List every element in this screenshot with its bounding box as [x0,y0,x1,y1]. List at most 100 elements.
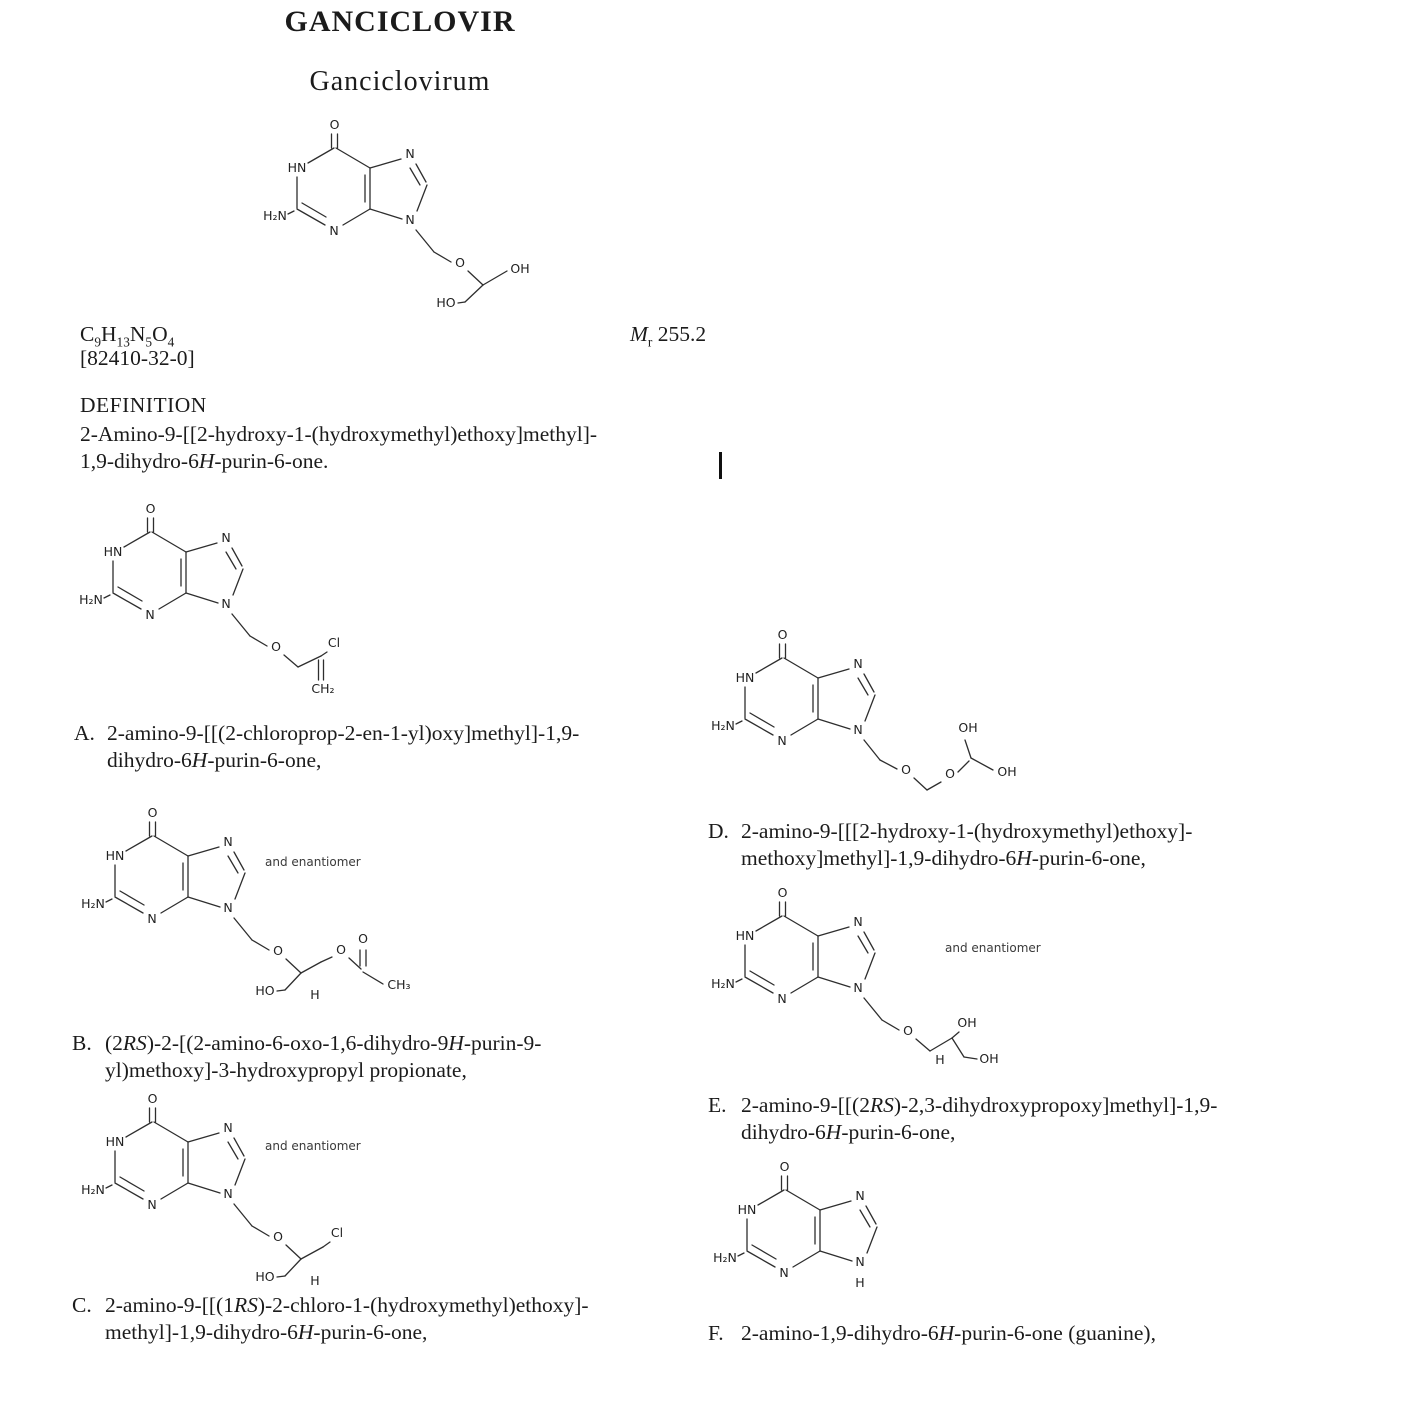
atom-oh: OH [957,1015,976,1030]
atom-h2n: H₂N [713,1250,737,1265]
impurity-b-side-chain: O HO H O O CH₃ [233,917,411,1002]
atom-n3: N [777,991,786,1006]
atom-hn: HN [736,928,755,943]
structure-ganciclovir: O HN H₂N N N N O OH HO [263,117,530,310]
atom-stereo-h: H [935,1052,944,1067]
guanine-core: O HN H₂N N N N [79,501,244,622]
impurity-d-side-chain: O O OH OH [863,720,1017,791]
impurity-letter: A. [74,721,95,745]
impurity-caption-f: F. 2-amino-1,9-dihydro-6H-purin-6-one (g… [708,1320,1156,1347]
atom-n9: N [853,722,862,737]
structure-impurity-a: O HN H₂N N N N O Cl CH₂ [79,501,340,696]
atom-n3: N [779,1265,788,1280]
atom-n9: N [221,596,230,611]
atom-o-carbonyl: O [330,117,340,132]
atom-n9: N [405,212,414,227]
impurity-name-line: methoxy]methyl]-1,9-dihydro-6H-purin-6-o… [741,846,1146,870]
atom-o-carbonyl: O [778,627,788,642]
atom-n9: N [853,980,862,995]
atom-n3: N [147,1197,156,1212]
atom-oh: OH [979,1051,998,1066]
impurity-caption-e: E. 2-amino-9-[[(2RS)-2,3-dihydroxypropox… [708,1092,1217,1146]
atom-hn: HN [104,544,123,559]
impurity-e-side-chain: O OH H OH [863,997,999,1067]
guanine-core: O HN H₂N N N N [263,117,428,238]
impurity-caption-b: B. (2RS)-2-[(2-amino-6-oxo-1,6-dihydro-9… [72,1030,541,1084]
impurity-name-line: 2-amino-9-[[(2-chloroprop-2-en-1-yl)oxy]… [107,721,580,745]
impurity-letter: C. [72,1293,92,1317]
cursor-mark [719,452,722,479]
atom-o-acetal: O [945,766,955,781]
atom-o-carbonyl: O [148,1091,158,1106]
atom-ch3: CH₃ [387,977,410,992]
atom-o-ether: O [901,762,911,777]
atom-n7: N [223,1120,232,1135]
atom-n7: N [853,914,862,929]
impurity-name-line: 2-amino-9-[[(2RS)-2,3-dihydroxypropoxy]m… [741,1093,1218,1117]
atom-o-carbonyl: O [780,1159,790,1174]
atom-n7: N [223,834,232,849]
atom-n9: N [223,1186,232,1201]
ganciclovir-side-chain: O OH HO [415,229,530,310]
atom-n9: N [223,900,232,915]
impurity-letter: B. [72,1031,92,1055]
atom-h2n: H₂N [711,976,735,991]
impurity-name-line: (2RS)-2-[(2-amino-6-oxo-1,6-dihydro-9H-p… [105,1031,542,1055]
atom-hn: HN [288,160,307,175]
definition-line-2: 1,9-dihydro-6H-purin-6-one. [80,449,329,473]
impurity-name-line: methyl]-1,9-dihydro-6H-purin-6-one, [105,1320,428,1344]
atom-n7: N [221,530,230,545]
page-subtitle: Ganciclovirum [309,66,491,97]
atom-hn: HN [738,1202,757,1217]
atom-n9: N [855,1254,864,1269]
molecular-formula: C9H13N5O4 [80,322,175,350]
impurity-name-line: dihydro-6H-purin-6-one, [107,748,322,772]
page-title: GANCICLOVIR [284,5,516,38]
atom-o-ether: O [271,639,281,654]
definition-heading: DEFINITION [80,393,207,417]
atom-cl: Cl [328,635,340,650]
impurity-name-line: dihydro-6H-purin-6-one, [741,1120,956,1144]
atom-hn: HN [736,670,755,685]
impurity-c-side-chain: O HO H Cl [233,1203,343,1288]
atom-o-ester: O [336,942,346,957]
cas-number: [82410-32-0] [80,346,195,370]
atom-ch2: CH₂ [311,681,334,696]
and-enantiomer-label: and enantiomer [265,1139,361,1153]
guanine-core: O HN H₂N N N N [81,805,246,926]
atom-o-carbonyl: O [146,501,156,516]
atom-n7: N [405,146,414,161]
atom-hn: HN [106,1134,125,1149]
atom-o-carbonyl: O [148,805,158,820]
atom-o-ether: O [273,943,283,958]
atom-h2n: H₂N [81,896,105,911]
atom-oh: OH [958,720,977,735]
atom-oh: OH [510,261,529,276]
atom-o-ether: O [273,1229,283,1244]
impurity-name-line: 2-amino-1,9-dihydro-6H-purin-6-one (guan… [741,1321,1156,1345]
atom-nh-h: H [855,1275,864,1290]
impurity-letter: E. [708,1093,727,1117]
atom-h2n: H₂N [263,208,287,223]
atom-stereo-h: H [310,987,319,1002]
atom-n3: N [147,911,156,926]
atom-n3: N [145,607,154,622]
impurity-letter: F. [708,1321,724,1345]
impurity-caption-c: C. 2-amino-9-[[(1RS)-2-chloro-1-(hydroxy… [72,1292,589,1346]
impurity-name-line: 2-amino-9-[[(1RS)-2-chloro-1-(hydroxymet… [105,1293,589,1317]
atom-stereo-h: H [310,1273,319,1288]
atom-h2n: H₂N [711,718,735,733]
atom-h2n: H₂N [79,592,103,607]
atom-oh: OH [997,764,1016,779]
atom-n3: N [329,223,338,238]
atom-ho: HO [255,983,274,998]
atom-ho: HO [255,1269,274,1284]
atom-hn: HN [106,848,125,863]
impurity-letter: D. [708,819,729,843]
